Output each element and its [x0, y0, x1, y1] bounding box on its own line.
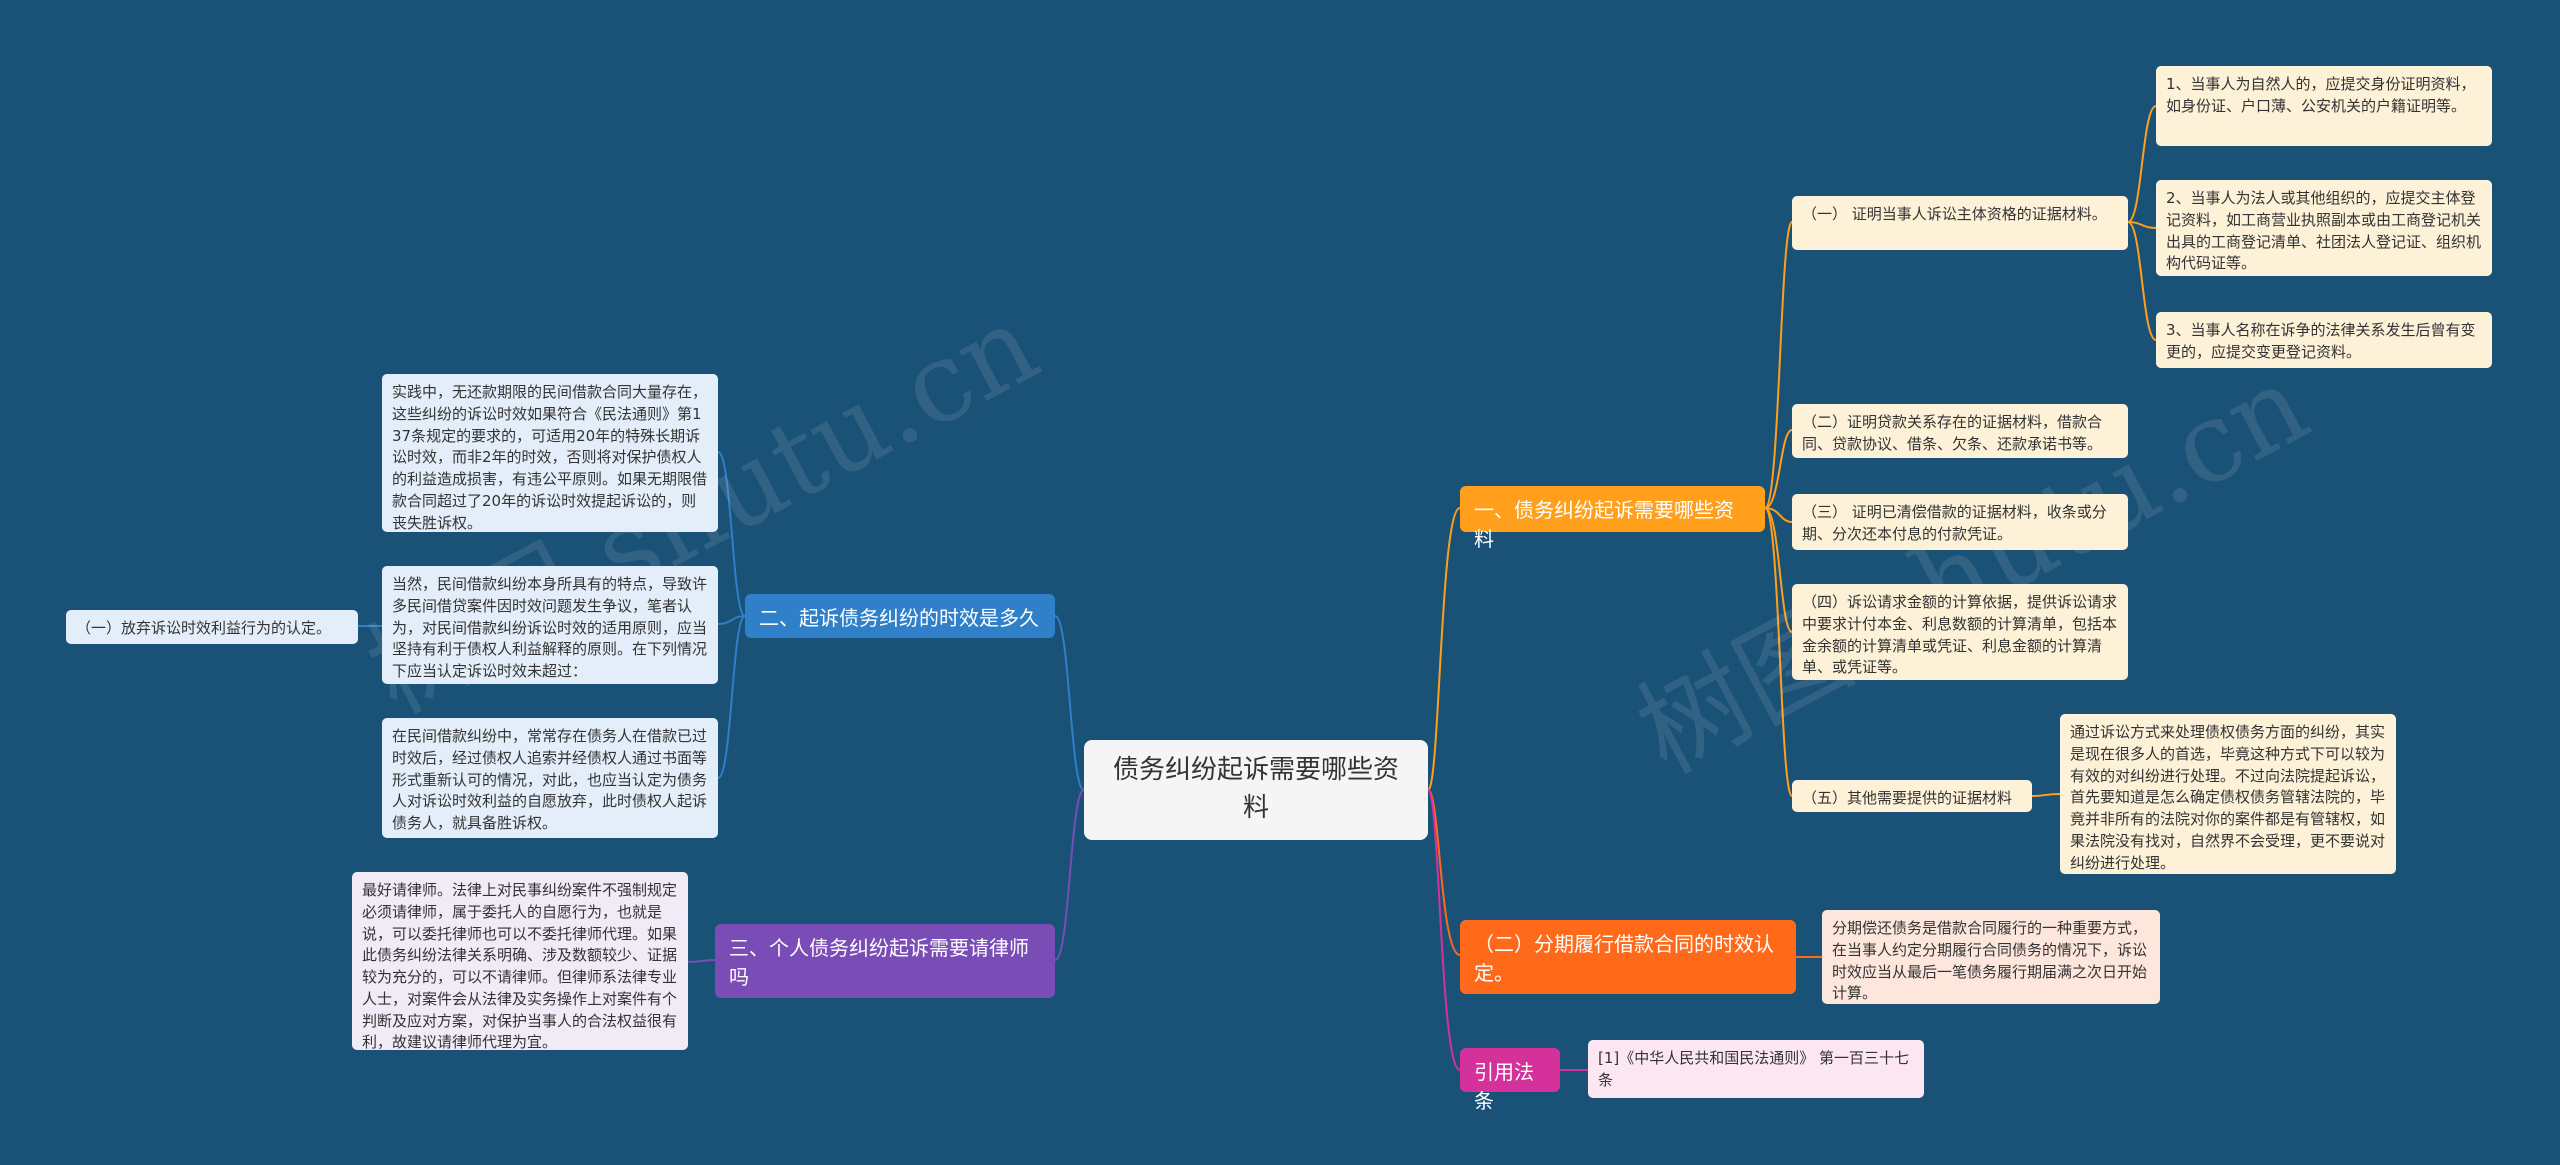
link-b3-detail — [687, 959, 716, 963]
branch-limitation-period[interactable]: 二、起诉债务纠纷的时效是多久 — [745, 594, 1055, 638]
link-b1-s4 — [1764, 507, 1793, 633]
link-s1-i1 — [2127, 105, 2157, 223]
link-b2-l2 — [717, 615, 746, 625]
link-b1-s5 — [1764, 507, 1793, 797]
sub-claim-calculation[interactable]: （四）诉讼请求金额的计算依据，提供诉讼请求中要求计付本金、利息数额的计算清单，包… — [1792, 584, 2128, 680]
installment-detail[interactable]: 分期偿还债务是借款合同履行的一种重要方式，在当事人约定分期履行合同债务的情况下，… — [1822, 910, 2160, 1004]
link-b2-l3 — [717, 615, 746, 779]
link-b1-s1 — [1764, 221, 1793, 509]
sub-other-materials[interactable]: （五）其他需要提供的证据材料 — [1792, 780, 2032, 812]
limitation-principle[interactable]: 当然，民间借款纠纷本身所具有的特点，导致许多民间借贷案件因时效问题发生争议，笔者… — [382, 566, 718, 684]
link-center-b1 — [1427, 507, 1461, 791]
link-b1-s2 — [1764, 429, 1793, 509]
branch-what-materials[interactable]: 一、债务纠纷起诉需要哪些资料 — [1460, 486, 1765, 551]
limitation-practice[interactable]: 实践中，无还款期限的民间借款合同大量存在，这些纠纷的诉讼时效如果符合《民法通则》… — [382, 374, 718, 532]
link-b2-l1 — [717, 451, 746, 617]
link-b1-s3 — [1764, 507, 1793, 523]
sub-subject-qualification[interactable]: （一） 证明当事人诉讼主体资格的证据材料。 — [1792, 196, 2128, 250]
link-s5-detail — [2031, 793, 2061, 797]
limitation-waiver[interactable]: 在民间借款纠纷中，常常存在债务人在借款已过时效后，经过债权人追索并经债权人通过书… — [382, 718, 718, 838]
other-materials-detail[interactable]: 通过诉讼方式来处理债权债务方面的纠纷，其实是现在很多人的首选，毕竟这种方式下可以… — [2060, 714, 2396, 874]
sub-loan-relationship[interactable]: （二）证明贷款关系存在的证据材料，借款合同、贷款协议、借条、欠条、还款承诺书等。 — [1792, 404, 2128, 458]
link-center-b2 — [1054, 615, 1085, 791]
lawyer-detail[interactable]: 最好请律师。法律上对民事纠纷案件不强制规定必须请律师，属于委托人的自愿行为，也就… — [352, 872, 688, 1051]
cited-law-detail[interactable]: [1]《中华人民共和国民法通则》 第一百三十七条 — [1588, 1040, 1924, 1098]
link-center-b3 — [1054, 789, 1085, 961]
item-name-change[interactable]: 3、当事人名称在诉争的法律关系发生后曾有变更的，应提交变更登记资料。 — [2156, 312, 2492, 368]
sub-repayment-proof[interactable]: （三） 证明已清偿借款的证据材料，收条或分期、分次还本付息的付款凭证。 — [1792, 494, 2128, 550]
branch-need-lawyer[interactable]: 三、个人债务纠纷起诉需要请律师吗 — [715, 924, 1055, 998]
waiver-determination[interactable]: （一）放弃诉讼时效利益行为的认定。 — [66, 610, 358, 644]
link-center-b5 — [1427, 789, 1461, 1071]
branch-cited-law[interactable]: 引用法条 — [1460, 1048, 1560, 1113]
item-legal-person[interactable]: 2、当事人为法人或其他组织的，应提交主体登记资料，如工商营业执照副本或由工商登记… — [2156, 180, 2492, 276]
link-s1-i2 — [2127, 221, 2157, 229]
link-s1-i3 — [2127, 221, 2157, 341]
branch-installment-limitation[interactable]: （二）分期履行借款合同的时效认定。 — [1460, 920, 1796, 994]
item-natural-person[interactable]: 1、当事人为自然人的，应提交身份证明资料，如身份证、户口薄、公安机关的户籍证明等… — [2156, 66, 2492, 146]
central-topic[interactable]: 债务纠纷起诉需要哪些资料 — [1084, 740, 1428, 840]
